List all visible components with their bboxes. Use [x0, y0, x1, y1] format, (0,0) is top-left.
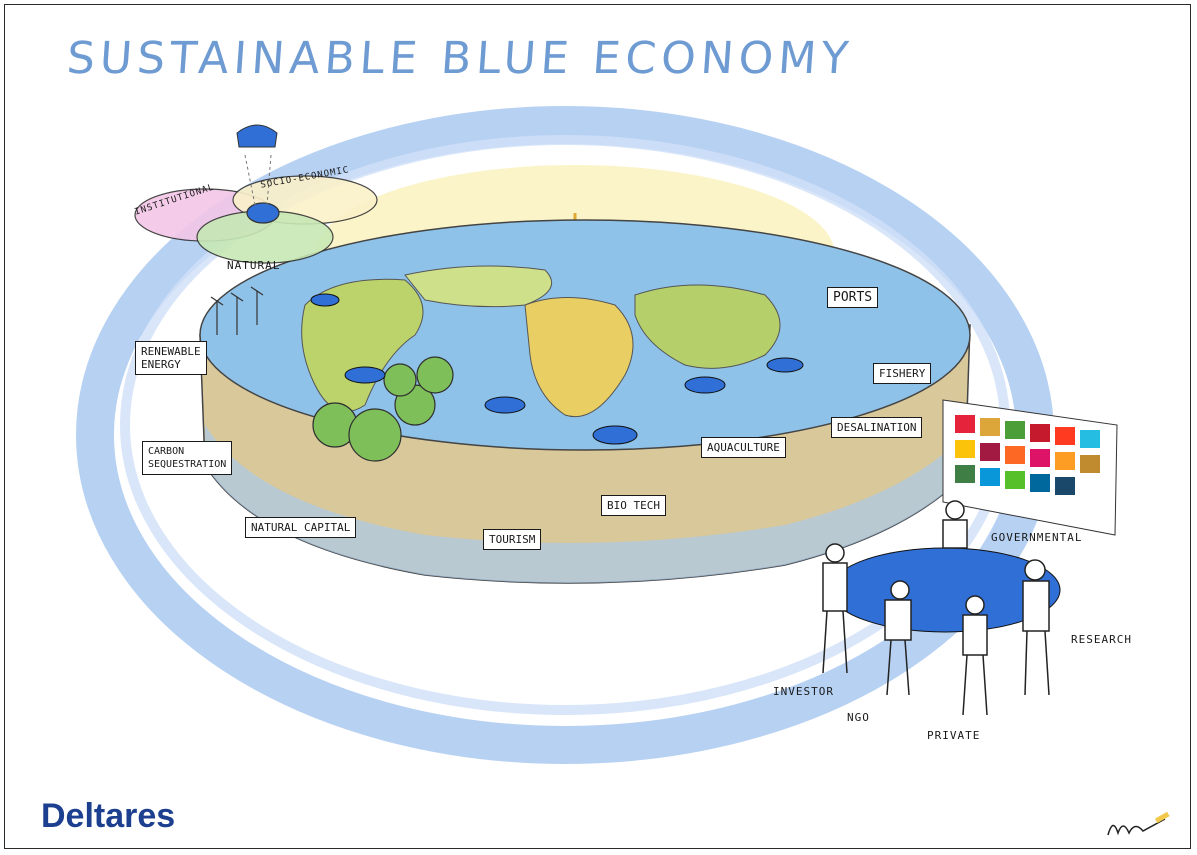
- venn-label-natural: NATURAL: [227, 259, 281, 272]
- stakeholder-label-investor: INVESTOR: [773, 685, 834, 698]
- venn-top-shape: [236, 124, 278, 148]
- deltares-logo: Deltares: [41, 797, 176, 835]
- poster-frame: SUSTAINABLE BLUE ECONOMY: [4, 4, 1191, 849]
- venn-diagram: [134, 175, 378, 264]
- label-tourism: TOURISM: [483, 529, 542, 550]
- blue-economy-illustration: [76, 106, 1118, 764]
- stakeholder-figures: [822, 500, 1050, 716]
- label-carbon-sequestration: CARBON SEQUESTRATION: [142, 441, 233, 475]
- label-natural-capital: NATURAL CAPITAL: [245, 517, 357, 538]
- island-underwater-band: [205, 425, 965, 583]
- stakeholder-label-ngo: NGO: [847, 711, 870, 724]
- landmass-africa: [524, 297, 634, 418]
- label-fishery: FISHERY: [873, 363, 932, 384]
- mangrove-trees: [312, 356, 454, 462]
- sdg-tiles: [955, 415, 1100, 495]
- label-desalination: DESALINATION: [831, 417, 923, 438]
- landmass-america: [301, 278, 424, 413]
- label-renewable-energy: RENEWABLE ENERGY: [135, 341, 207, 375]
- meeting-tables: [310, 293, 804, 445]
- venn-connector: [244, 154, 272, 206]
- stakeholder-label-governmental: GOVERNMENTAL: [991, 531, 1083, 544]
- label-bio-tech: BIO TECH: [601, 495, 666, 516]
- wind-turbines: [210, 286, 264, 335]
- artist-signature: [1107, 811, 1170, 836]
- label-ports: PORTS: [827, 287, 879, 308]
- stakeholder-label-private: PRIVATE: [927, 729, 981, 742]
- stakeholder-label-research: RESEARCH: [1071, 633, 1132, 646]
- landmass-asia: [634, 284, 781, 369]
- label-aquaculture: AQUACULTURE: [701, 437, 786, 458]
- landmass-north: [404, 265, 553, 308]
